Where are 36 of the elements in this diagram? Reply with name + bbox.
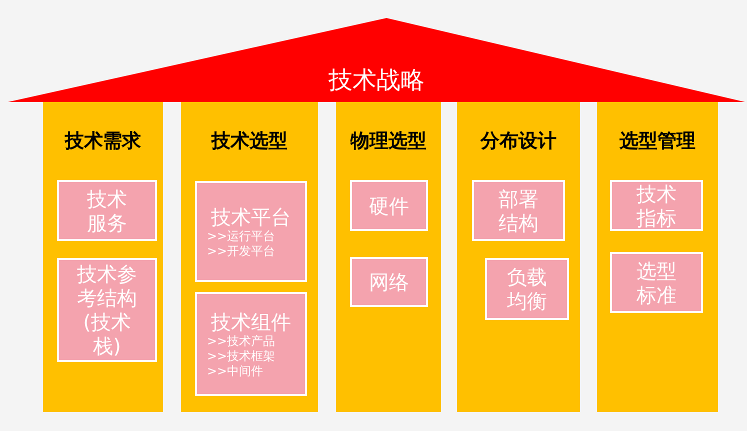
pillar-heading: 技术需求: [64, 129, 142, 154]
text-box: [610, 180, 703, 231]
box-title: 选型标准: [636, 258, 676, 306]
text-box: [350, 257, 428, 307]
box-title: 技术参考结构(技术栈): [77, 262, 137, 358]
text-box: [57, 258, 157, 362]
pillar: [597, 102, 718, 412]
pillar: [181, 102, 318, 412]
list-item: >>开发平台: [207, 244, 276, 258]
box-title: 技术平台: [211, 204, 291, 228]
pillar-heading: 选型管理: [618, 129, 696, 154]
text-box: [610, 252, 703, 313]
text-box: [195, 292, 307, 396]
pillar: [43, 102, 163, 412]
text-box: [485, 258, 569, 320]
box-title: 技术指标: [636, 182, 676, 230]
box-title: 硬件: [369, 194, 409, 218]
text-box: [350, 180, 428, 231]
pillar-heading: 物理选型: [349, 129, 428, 154]
box-title: 技术服务: [87, 186, 127, 234]
text-box: [472, 180, 565, 241]
list-item: >>运行平台: [207, 228, 276, 244]
pillar: [457, 102, 580, 412]
pillar-heading: 技术选型: [210, 129, 288, 154]
box-title: 网络: [369, 270, 409, 294]
box-title: 负载均衡: [507, 265, 547, 313]
text-box: [195, 181, 307, 282]
list-item: >>技术产品: [207, 334, 276, 348]
list-item: >>技术框架: [207, 348, 276, 364]
list-item: >>中间件: [207, 364, 264, 378]
pillar: [336, 102, 441, 412]
box-title: 技术组件: [211, 310, 291, 334]
box-title: 部署结构: [498, 186, 538, 234]
pillar-heading: 分布设计: [479, 129, 558, 154]
roof-title: 技术战略: [328, 65, 426, 96]
text-box: [57, 180, 157, 241]
